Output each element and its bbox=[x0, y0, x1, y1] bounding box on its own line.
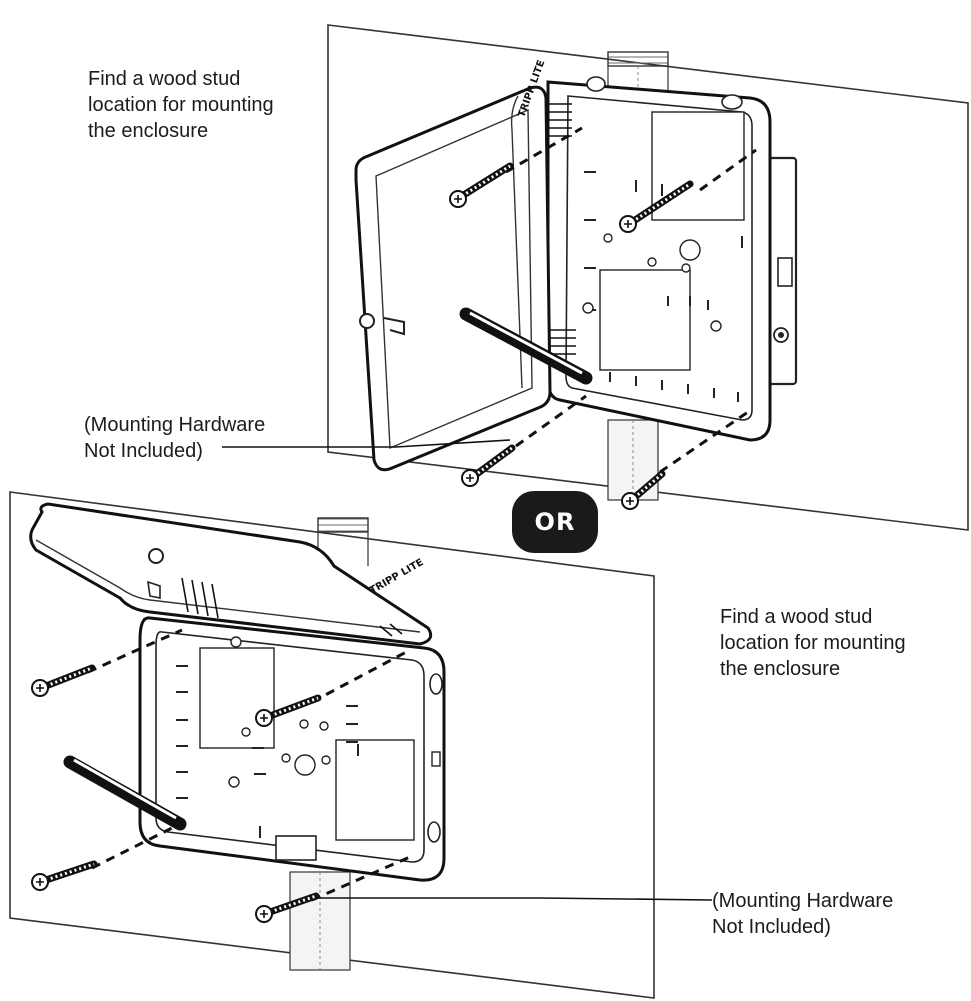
bottom-illustration: TRIPP LITE bbox=[9, 491, 713, 999]
top-hardware-leader bbox=[222, 439, 511, 448]
top-instruction-line: the enclosure bbox=[88, 120, 209, 142]
top-screw-upper-right bbox=[619, 180, 694, 233]
top-screw-paths bbox=[505, 126, 757, 474]
top-instruction-line: Find a wood stud bbox=[88, 68, 241, 90]
bottom-instruction-line: the enclosure bbox=[720, 658, 841, 680]
top-hardware-line: (Mounting Hardware bbox=[84, 414, 266, 436]
bottom-instruction-text: Find a wood stud location for mounting t… bbox=[720, 604, 906, 682]
bottom-hardware-leader bbox=[318, 897, 713, 901]
bottom-instruction-line: Find a wood stud bbox=[720, 606, 873, 628]
bottom-enclosure-base bbox=[138, 616, 446, 882]
top-screwdriver bbox=[459, 307, 593, 385]
top-instruction-text: Find a wood stud location for mounting t… bbox=[88, 66, 274, 144]
bottom-hardware-note: (Mounting Hardware Not Included) bbox=[712, 888, 893, 940]
top-wood-stud bbox=[607, 51, 669, 501]
bottom-wood-stud bbox=[289, 517, 369, 971]
bottom-screw-upper-left bbox=[31, 664, 96, 697]
top-hardware-line: Not Included) bbox=[84, 440, 203, 462]
top-screw-lower-right bbox=[621, 470, 666, 510]
bottom-screw-upper-right bbox=[255, 694, 322, 727]
top-enclosure-base bbox=[520, 76, 772, 442]
top-screw-upper-left bbox=[449, 162, 514, 208]
bottom-screw-paths bbox=[87, 628, 413, 902]
top-instruction-line: location for mounting bbox=[88, 94, 274, 116]
bottom-hardware-line: (Mounting Hardware bbox=[712, 890, 894, 912]
bottom-instruction-line: location for mounting bbox=[720, 632, 906, 654]
bottom-hardware-line: Not Included) bbox=[712, 916, 831, 938]
top-screw-lower-left bbox=[461, 444, 516, 487]
top-illustration: TRIPP LITE bbox=[222, 24, 969, 531]
or-separator-badge: OR bbox=[512, 491, 598, 553]
top-hardware-note: (Mounting Hardware Not Included) bbox=[84, 412, 265, 464]
top-wall-bracket bbox=[766, 156, 798, 386]
bottom-screw-lower-right bbox=[255, 892, 320, 923]
bottom-screwdriver bbox=[63, 755, 187, 831]
bottom-screw-lower-left bbox=[31, 860, 98, 891]
top-enclosure-door: TRIPP LITE bbox=[354, 59, 552, 472]
